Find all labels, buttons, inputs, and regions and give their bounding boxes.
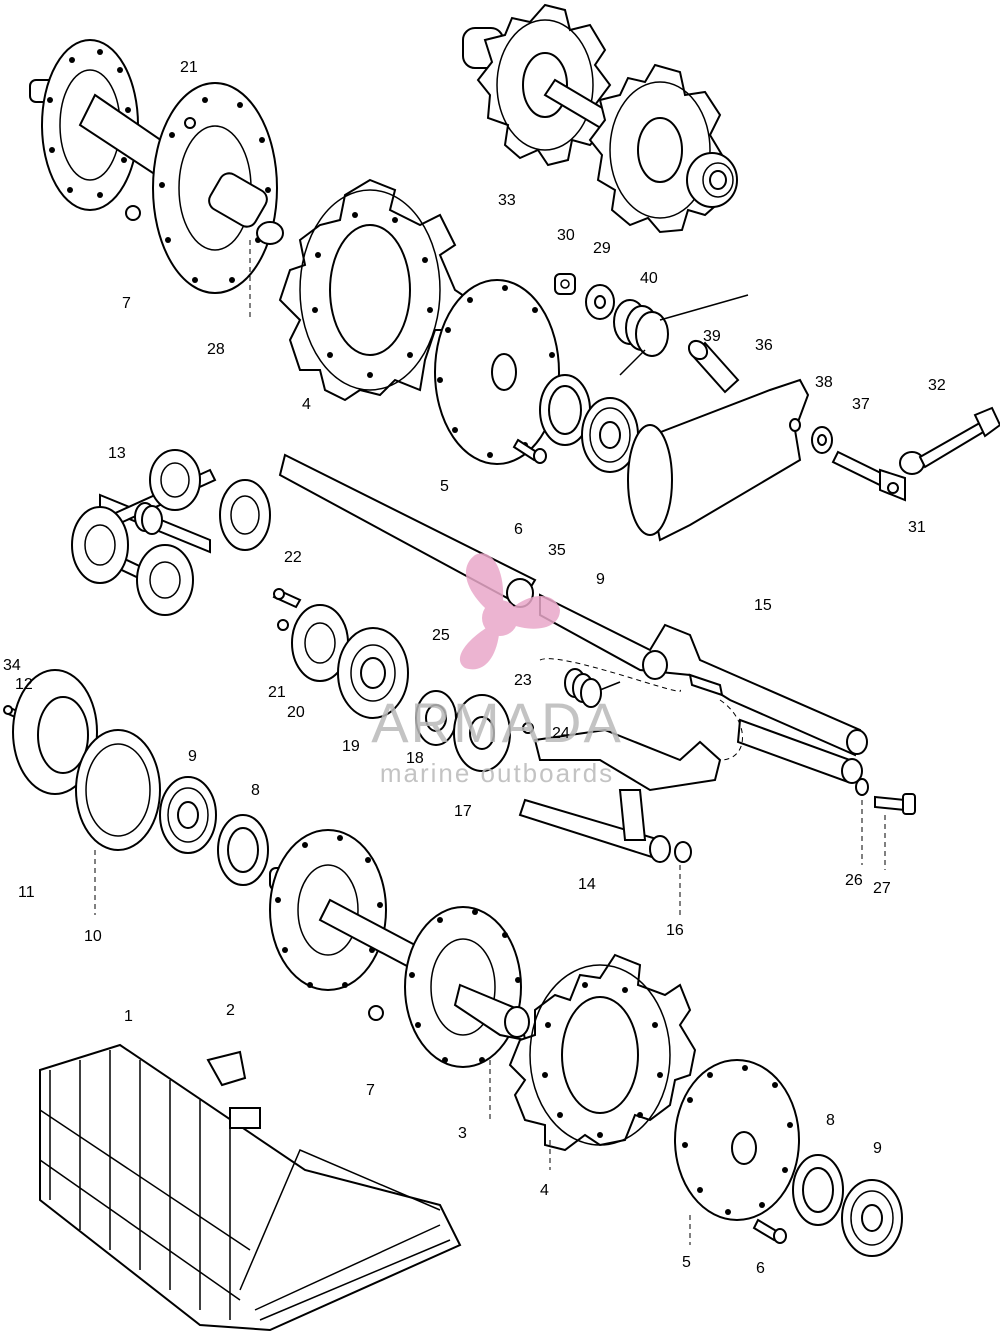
callout-label: 36 [755, 337, 773, 354]
bolt-6-lower [752, 1218, 787, 1244]
lower-drive-axle [269, 829, 530, 1068]
ring-16 [674, 841, 692, 863]
nut-30 [554, 273, 576, 295]
sprocket-top [278, 178, 472, 402]
callout-label: 5 [682, 1254, 691, 1271]
bolt-27 [874, 793, 916, 815]
callout-label: 19 [342, 738, 360, 755]
plate-10 [75, 729, 161, 851]
seal-8-left [217, 814, 269, 886]
seal-8-lower [792, 1154, 844, 1226]
spacer-39 [687, 339, 740, 394]
armada-watermark: ARMADA marine outboards [371, 553, 623, 788]
callout-label: 29 [593, 240, 611, 257]
cover-36 [627, 378, 810, 542]
bearing-9-lower [841, 1179, 903, 1257]
callout-label: 11 [18, 884, 35, 901]
callout-label: 16 [666, 922, 684, 939]
watermark-brand: ARMADA [371, 691, 623, 754]
hub-19 [337, 627, 409, 719]
hub-17 [453, 694, 511, 772]
suspension-arm-14 [518, 728, 722, 863]
nut-21-mid [277, 619, 289, 631]
callout-label: 2 [226, 1002, 235, 1019]
callout-label: 7 [122, 295, 131, 312]
callout-label: 20 [287, 704, 305, 721]
callout-label: 15 [754, 597, 772, 614]
callout-label: 35 [548, 542, 566, 559]
callout-label: 4 [540, 1182, 549, 1199]
bolt-32 [899, 406, 1000, 475]
callout-label: 26 [845, 872, 863, 889]
callout-label: 9 [873, 1140, 882, 1157]
washer-29 [585, 284, 615, 320]
bearing-9-top [581, 397, 639, 473]
callout-label: 3 [458, 1125, 467, 1142]
idler-wheel-assembly [71, 449, 271, 616]
suspension-arm-15 [539, 593, 868, 784]
bolt-37 [831, 450, 906, 502]
callout-label: 9 [596, 571, 605, 588]
callout-label: 21 [268, 684, 286, 701]
callout-label: 5 [440, 478, 449, 495]
flange-plate-lower [674, 1059, 800, 1221]
nut-left-flange [125, 205, 141, 221]
callout-label: 39 [703, 328, 721, 345]
flange-plate-top [434, 279, 560, 465]
housing-11 [12, 669, 98, 795]
callout-label: 30 [557, 227, 575, 244]
callout-label: 14 [578, 876, 596, 893]
washer-38 [811, 426, 833, 454]
callout-label: 22 [284, 549, 302, 566]
washer-26 [855, 778, 869, 796]
callout-label: 13 [108, 445, 126, 462]
callout-label: 1 [124, 1008, 133, 1025]
bolt-22 [272, 588, 302, 609]
callout-label: 17 [454, 803, 472, 820]
track-1 [39, 1043, 462, 1332]
callout-label: 12 [15, 676, 33, 693]
propeller-logo-icon [459, 553, 560, 670]
callout-label: 18 [406, 750, 424, 767]
callout-label: 32 [928, 377, 946, 394]
sprocket-lower [508, 953, 697, 1152]
callout-label: 38 [815, 374, 833, 391]
twin-sprocket-assembly [462, 3, 738, 234]
callout-label: 21 [180, 59, 198, 76]
callout-label: 24 [552, 725, 570, 742]
nut-lower-flange [368, 1005, 384, 1021]
callout-label: 8 [251, 782, 260, 799]
callout-label: 23 [514, 672, 532, 689]
top-drive-axle [29, 39, 284, 294]
callout-label: 10 [84, 928, 102, 945]
callout-label: 7 [366, 1082, 375, 1099]
bearing-9-left [159, 776, 217, 854]
torsion-spring-40 [613, 294, 749, 376]
callout-label: 6 [756, 1260, 765, 1277]
callout-label: 31 [908, 519, 926, 536]
callout-label: 25 [432, 627, 450, 644]
callout-label: 4 [302, 396, 311, 413]
callout-labels: 21 33 30 29 40 7 39 28 36 38 32 4 37 13 … [3, 59, 946, 1277]
nut-23 [522, 722, 534, 734]
seal-35 [539, 374, 591, 446]
callout-label: 27 [873, 880, 891, 897]
callout-label: 40 [640, 270, 658, 287]
spring-24 [564, 668, 621, 708]
callout-label: 9 [188, 748, 197, 765]
callout-label: 28 [207, 341, 225, 358]
clip-2 [206, 1050, 247, 1087]
callout-label: 33 [498, 192, 516, 209]
callout-label: 8 [826, 1112, 835, 1129]
bolt-6-top [512, 438, 547, 464]
callout-label: 34 [3, 657, 21, 674]
callout-label: 37 [852, 396, 870, 413]
callout-label: 6 [514, 521, 523, 538]
watermark-tagline: marine outboards [380, 758, 614, 788]
nut-21-top [184, 117, 196, 129]
